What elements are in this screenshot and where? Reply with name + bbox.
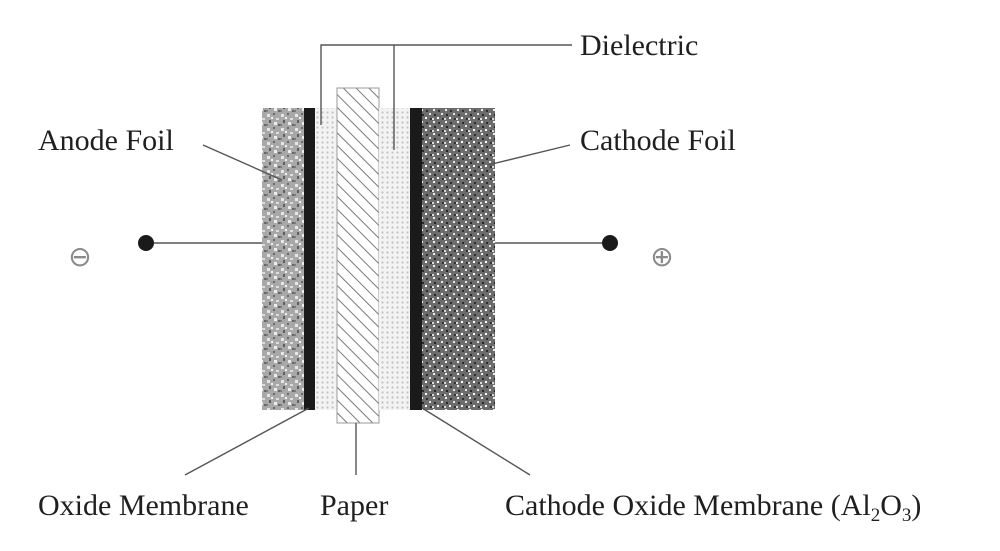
anode-foil-label: Anode Foil	[38, 124, 174, 157]
oxide-membrane-leader-line	[184, 407, 310, 476]
dielectric-label: Dielectric	[580, 29, 698, 62]
positive-terminal-dot	[602, 235, 618, 251]
oxide-membrane-layer	[304, 108, 315, 410]
negative-terminal-dot	[138, 235, 154, 251]
cathode-foil-leader-line	[487, 144, 571, 166]
paper-label: Paper	[320, 489, 388, 522]
positive-symbol-icon: ⊕	[650, 240, 673, 273]
paper-layer	[336, 87, 380, 424]
anode-foil-layer	[262, 108, 304, 410]
dielectric-leader-line	[320, 44, 572, 125]
cathode-oxide-membrane-leader-line	[421, 407, 531, 476]
cathode-oxide-membrane-label: Cathode Oxide Membrane (Al2O3)	[505, 489, 921, 526]
dielectric-layer-right	[379, 108, 410, 410]
dielectric-layer-left	[315, 108, 337, 410]
oxide-membrane-label: Oxide Membrane	[38, 489, 249, 522]
cathode-oxide-membrane-layer	[410, 108, 422, 410]
cathode-foil-layer	[422, 108, 495, 410]
cathode-foil-label: Cathode Foil	[580, 124, 736, 157]
negative-symbol-icon: ⊖	[68, 240, 91, 273]
anode-foil-leader-line	[202, 144, 283, 181]
